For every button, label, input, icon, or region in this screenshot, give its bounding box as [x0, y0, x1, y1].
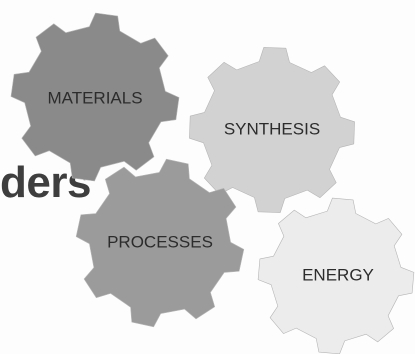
gear-processes-shape	[75, 158, 245, 328]
gear-processes: PROCESSES	[75, 158, 245, 328]
gear-energy-shape	[257, 197, 415, 354]
gear-materials: MATERIALS	[10, 12, 180, 182]
gear-energy-label: ENERGY	[302, 265, 374, 284]
gear-processes-label: PROCESSES	[107, 232, 213, 251]
gear-synthesis: SYNTHESIS	[189, 47, 355, 213]
gear-synthesis-label: SYNTHESIS	[224, 119, 320, 138]
gear-materials-shape	[10, 12, 180, 182]
gear-synthesis-shape	[189, 47, 355, 213]
gear-energy: ENERGY	[257, 197, 415, 354]
gear-materials-label: MATERIALS	[47, 88, 142, 107]
